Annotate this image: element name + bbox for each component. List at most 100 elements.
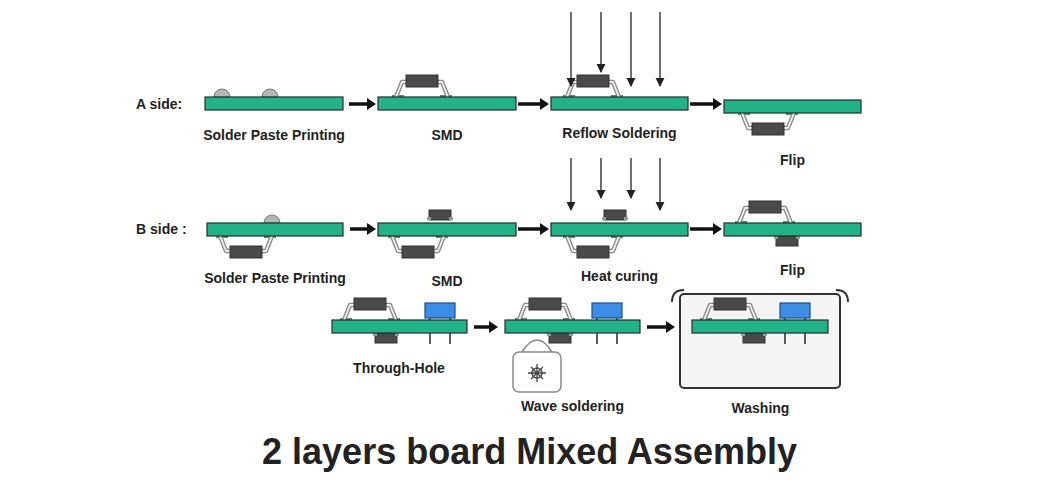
- arrow-shaft: [647, 325, 666, 329]
- illustration-part: [207, 223, 343, 236]
- process-step: SMD: [378, 205, 516, 290]
- illustration-part: [659, 158, 660, 210]
- illustration-part: [205, 97, 343, 110]
- illustration-part: [692, 320, 828, 333]
- illustration-part: [373, 333, 399, 343]
- arrow-head: [540, 98, 549, 110]
- flow-arrow: [690, 223, 722, 235]
- step-caption: Heat curing: [551, 267, 688, 285]
- illustration-part: [741, 333, 767, 343]
- illustration-part: [547, 333, 573, 343]
- process-step: Flip: [724, 195, 861, 279]
- arrow-shaft: [690, 227, 713, 231]
- step-caption: Flip: [724, 151, 861, 169]
- illustration-part: [570, 12, 571, 86]
- illustration-part: [738, 113, 798, 135]
- side-label: B side :: [136, 220, 187, 238]
- illustration-part: [427, 210, 453, 220]
- illustration-part: [340, 298, 400, 320]
- side-label: A side:: [136, 95, 182, 113]
- step-caption: SMD: [378, 272, 516, 290]
- illustration-part: [505, 320, 640, 333]
- step-caption: Washing: [677, 399, 844, 417]
- illustration-part: [216, 236, 276, 258]
- illustration-part: [551, 223, 688, 236]
- illustration-part: [551, 97, 688, 110]
- arrow-head: [666, 321, 675, 333]
- illustration-part: [630, 158, 631, 198]
- step-caption: Solder Paste Printing: [201, 126, 347, 144]
- process-step: Solder Paste Printing: [201, 72, 347, 144]
- process-step: Heat curing: [551, 205, 688, 285]
- illustration-part: [378, 97, 516, 110]
- illustration-part: [522, 340, 552, 352]
- illustration-part: [528, 364, 546, 382]
- arrow-head: [540, 223, 549, 235]
- arrow-shaft: [474, 325, 489, 329]
- arrow-head: [713, 223, 722, 235]
- illustration-part: [738, 113, 798, 135]
- wave-solder-bath: [513, 340, 561, 392]
- illustration-part: [602, 210, 628, 220]
- illustration-part: [700, 298, 760, 320]
- flow-arrow: [518, 98, 549, 110]
- illustration-part: [378, 223, 516, 236]
- illustration-part: [680, 294, 840, 388]
- illustration-part: [214, 89, 230, 97]
- illustration-part: [672, 290, 684, 302]
- process-step: Wave soldering: [500, 293, 645, 415]
- illustration-part: [515, 298, 575, 320]
- flow-arrow: [518, 223, 549, 235]
- illustration-part: [836, 290, 848, 302]
- flow-arrow: [349, 98, 376, 110]
- arrow-head: [367, 223, 376, 235]
- flow-arrow: [690, 98, 722, 110]
- illustration-part: [630, 12, 631, 86]
- process-step: Solder Paste Printing: [202, 205, 348, 287]
- illustration-part: [741, 333, 767, 343]
- illustration-part: [563, 236, 623, 258]
- step-caption: Flip: [724, 261, 861, 279]
- arrow-shaft: [518, 102, 540, 106]
- arrow-shaft: [518, 227, 540, 231]
- illustration-part: [600, 158, 601, 198]
- illustration-part: [570, 158, 571, 210]
- arrow-shaft: [349, 102, 367, 106]
- illustration-part: [216, 236, 276, 258]
- a-side-boards: [205, 75, 861, 135]
- flow-arrow: [647, 321, 675, 333]
- washing-tank: [672, 290, 848, 388]
- illustration-part: [600, 12, 601, 72]
- arrow-shaft: [350, 227, 367, 231]
- illustration-part: [563, 75, 623, 97]
- illustration-part: [563, 236, 623, 258]
- process-step: Flip: [724, 95, 861, 169]
- illustration-part: [774, 236, 800, 246]
- process-step: Through-Hole: [326, 293, 472, 377]
- illustration-part: [392, 75, 452, 97]
- flow-arrow: [474, 321, 498, 333]
- step-caption: SMD: [378, 126, 516, 144]
- illustration-part: [264, 215, 280, 223]
- flow-arrow: [350, 223, 376, 235]
- process-step: SMD: [378, 72, 516, 144]
- illustration-part: [262, 89, 278, 97]
- process-step: Washing: [677, 286, 844, 417]
- arrow-head: [489, 321, 498, 333]
- arrow-head: [713, 98, 722, 110]
- step-caption: Wave soldering: [500, 397, 645, 415]
- bottom-boards: [332, 298, 828, 344]
- illustration-part: [388, 236, 448, 258]
- illustration-part: [774, 236, 800, 246]
- arrow-shaft: [690, 102, 713, 106]
- b-side-boards: [207, 201, 861, 258]
- step-caption: Through-Hole: [326, 359, 472, 377]
- illustration-part: [724, 223, 861, 236]
- diagram-title: 2 layers board Mixed Assembly: [0, 430, 1059, 474]
- illustration-part: [513, 352, 561, 392]
- step-caption: Solder Paste Printing: [202, 269, 348, 287]
- illustration-part: [724, 100, 861, 113]
